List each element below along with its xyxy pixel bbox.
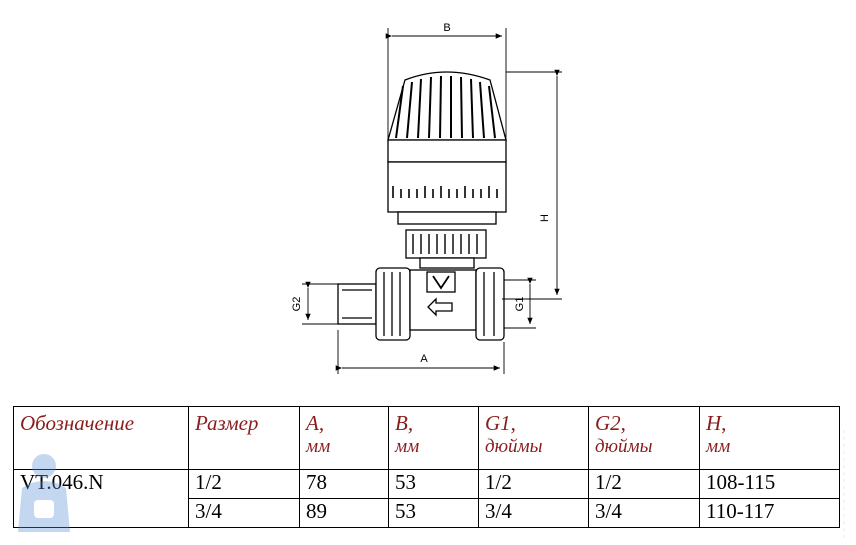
table-cell: 1/2 <box>188 469 300 499</box>
header-a: A,мм <box>299 406 389 470</box>
table-cell: 3/4 <box>478 498 589 528</box>
header-g1: G1,дюймы <box>478 406 589 470</box>
table-cell: 1/2 <box>478 469 589 499</box>
table-cell: 108-115 <box>699 469 840 499</box>
table-cell: 78 <box>299 469 389 499</box>
dimension-lines <box>302 28 562 374</box>
thermostatic-head <box>387 71 507 225</box>
site-watermark <box>838 430 850 540</box>
header-size: Размер <box>188 406 300 470</box>
table-cell: 110-117 <box>699 498 840 528</box>
table-cell: 1/2 <box>588 469 700 499</box>
dim-label-h: H <box>539 214 551 222</box>
plumber-watermark-icon <box>18 454 70 532</box>
dim-label-g1: G1 <box>514 297 526 312</box>
dim-label-g2: G2 <box>291 297 303 312</box>
table-cell: 53 <box>388 498 479 528</box>
dim-label-b: B <box>443 22 450 34</box>
valve-technical-drawing: B H G2 G1 A <box>291 22 562 374</box>
table-row: VT.046.N 1/2 78 53 1/2 1/2 108-115 <box>13 469 840 528</box>
specification-table: Обозначение Размер A,мм B,мм G1,дюймы G2… <box>13 406 840 528</box>
header-designation: Обозначение <box>13 406 189 470</box>
valve-body <box>337 267 505 341</box>
valve-stem-nut <box>405 229 487 269</box>
table-row: 3/4 89 53 3/4 3/4 110-117 <box>14 498 840 528</box>
model-cell: VT.046.N <box>13 469 189 528</box>
header-h: H,мм <box>699 406 840 470</box>
dim-label-a: A <box>420 353 428 365</box>
table-cell: 3/4 <box>188 498 300 528</box>
table-cell: 3/4 <box>588 498 700 528</box>
header-g2: G2,дюймы <box>588 406 700 470</box>
table-cell: 53 <box>388 469 479 499</box>
table-header-row: Обозначение Размер A,мм B,мм G1,дюймы G2… <box>13 406 840 470</box>
header-b: B,мм <box>388 406 479 470</box>
table-cell: 89 <box>299 498 389 528</box>
